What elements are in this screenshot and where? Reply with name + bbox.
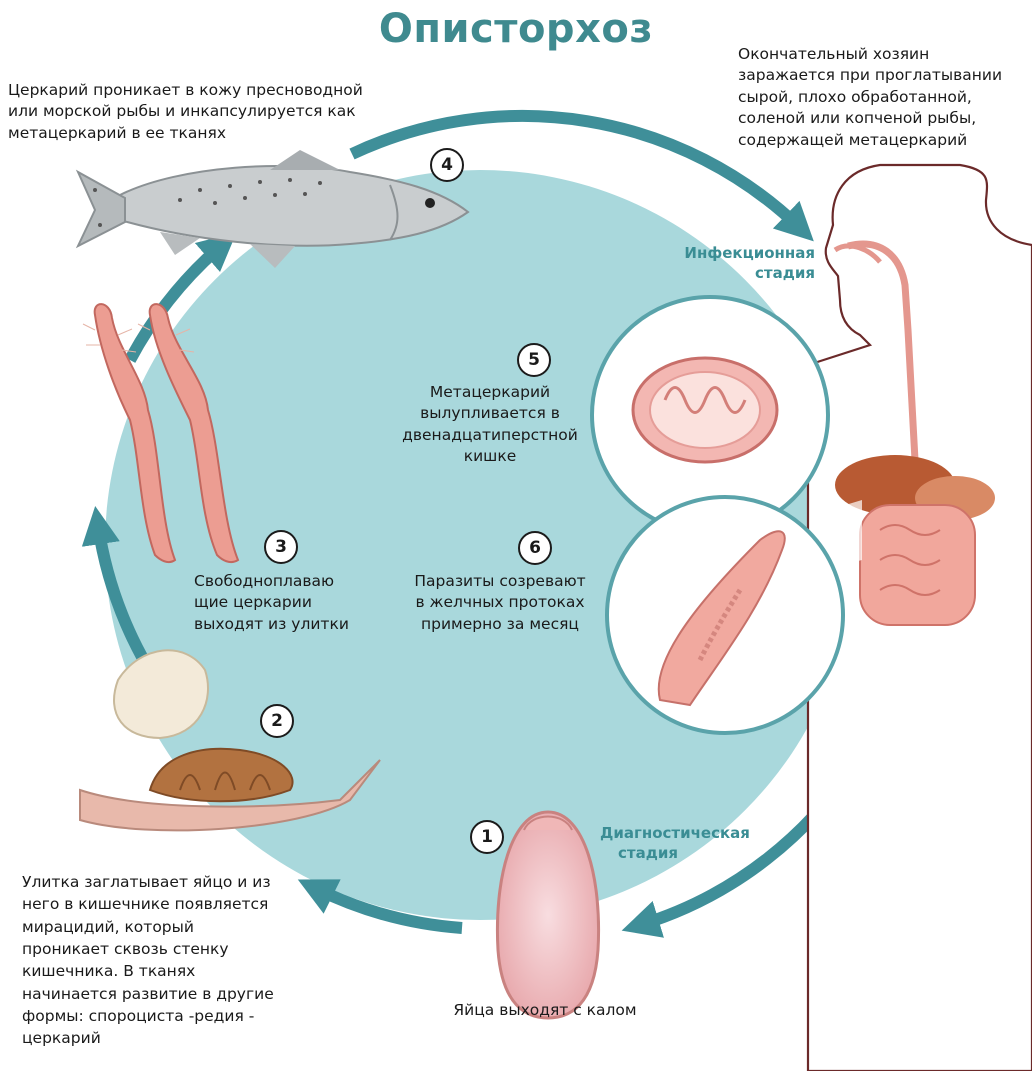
step-6-caption: Паразиты созревают в желчных протоках пр… <box>400 571 600 635</box>
egg-illustration <box>497 812 598 1018</box>
step-4-badge: 4 <box>430 148 464 182</box>
diagnostic-stage-label: Диагностическая стадия <box>600 824 780 863</box>
step-6-badge: 6 <box>518 531 552 565</box>
step-2-badge: 2 <box>260 704 294 738</box>
step-5-badge: 5 <box>517 343 551 377</box>
infection-stage-label: Инфекционная стадия <box>660 244 815 283</box>
intestines <box>860 505 975 625</box>
step-1-badge: 1 <box>470 820 504 854</box>
host-note: Окончательный хозяин заражается при прог… <box>738 44 1030 151</box>
adult-fluke-zoom-circle <box>607 497 843 733</box>
step-3-caption: Свободноплаваю щие церкарии выходят из у… <box>194 571 384 635</box>
step-3-badge: 3 <box>264 530 298 564</box>
step-2-caption: Улитка заглатывает яйцо и из него в кише… <box>22 871 312 1050</box>
step-1-caption: Яйца выходят с калом <box>420 1000 670 1021</box>
step-4-caption: Церкарий проникает в кожу пресноводной и… <box>8 80 428 144</box>
step-5-caption: Метацеркарий вылупливается в двенадцатип… <box>370 382 610 468</box>
